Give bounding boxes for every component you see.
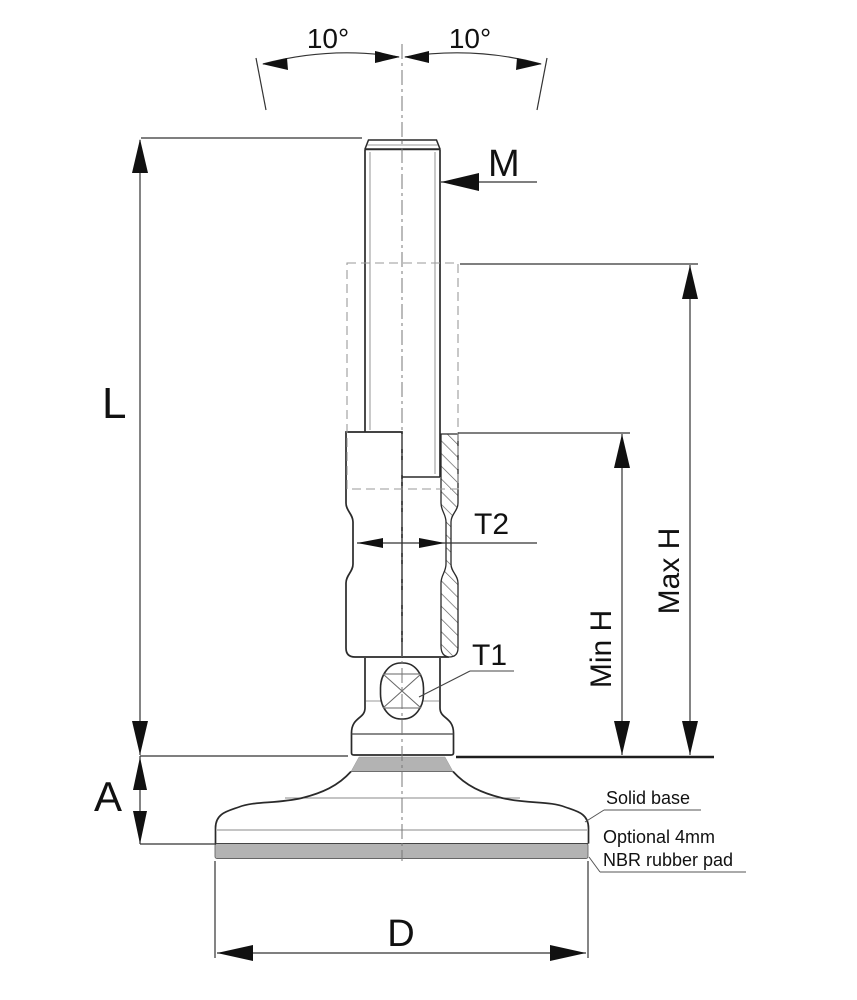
rubber-pad-label-line1: Optional 4mm <box>603 827 715 847</box>
min-height-dimension <box>458 432 630 755</box>
base-height-label: A <box>94 773 122 820</box>
t2-label: T2 <box>474 508 509 541</box>
t1-label: T1 <box>472 639 507 672</box>
rubber-pad-leader <box>588 856 746 873</box>
length-label: L <box>102 379 126 428</box>
base-height-dimension <box>133 756 216 845</box>
threaded-stud <box>363 139 442 478</box>
angle-right-label: 10° <box>449 23 491 54</box>
t2-dimension <box>357 538 537 548</box>
rubber-pad-label-line2: NBR rubber pad <box>603 850 733 870</box>
max-height-label: Max H <box>653 528 686 615</box>
thread-label: M <box>488 143 520 185</box>
thread-dimension <box>441 173 537 191</box>
diameter-dimension <box>214 861 589 961</box>
angle-left-label: 10° <box>307 23 349 54</box>
max-height-dimension <box>460 263 698 755</box>
length-dimension <box>132 137 362 755</box>
solid-base-leader <box>584 809 701 823</box>
t1-leader <box>418 670 514 698</box>
diameter-label: D <box>387 913 414 955</box>
tilt-angle-dimension <box>255 51 548 111</box>
solid-base-label: Solid base <box>606 788 690 808</box>
foot-stem <box>350 658 455 756</box>
section-hatch <box>440 433 459 658</box>
min-height-label: Min H <box>585 610 618 688</box>
